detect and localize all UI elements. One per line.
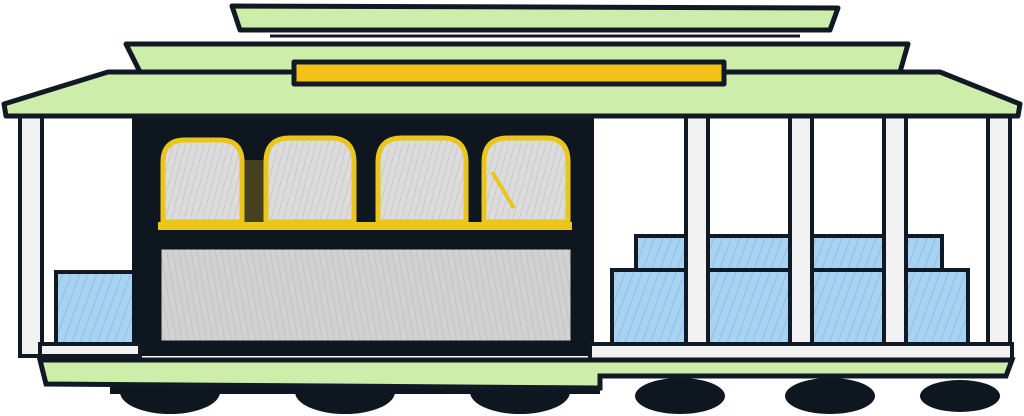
base-frame [36,342,1016,391]
left-bench [54,270,148,346]
window-3 [375,135,469,225]
windows [160,135,571,225]
window-4 [481,135,571,225]
roof [1,3,1023,119]
roof-eave [1,69,1023,119]
roof-top [229,3,841,33]
window-2 [263,135,357,225]
window-1 [160,137,245,225]
sign-board [291,59,727,87]
